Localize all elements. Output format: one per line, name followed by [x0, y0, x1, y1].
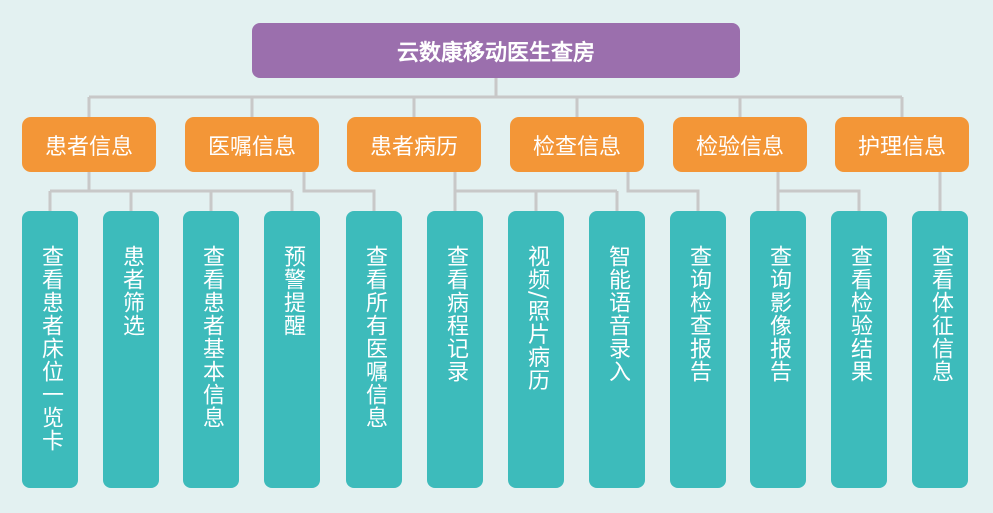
- leaf-label: 查询检查报告: [686, 245, 711, 383]
- leaf-node: 查看病程记录: [427, 211, 483, 488]
- leaf-label: 视频/照片病历: [524, 245, 549, 392]
- category-label: 检验信息: [695, 134, 784, 160]
- leaf-label: 智能语音录入: [605, 245, 630, 383]
- root-title-text: 云数康移动医生查房: [396, 40, 595, 66]
- leaf-label: 查看患者基本信息: [199, 245, 224, 429]
- leaf-node: 视频/照片病历: [508, 211, 564, 488]
- category-nursing-info: 护理信息: [835, 117, 969, 172]
- leaf-node: 患者筛选: [103, 211, 159, 488]
- leaf-node: 查看患者基本信息: [183, 211, 239, 488]
- category-label: 医嘱信息: [207, 134, 296, 160]
- category-exam-info: 检查信息: [510, 117, 644, 172]
- leaf-label: 查看病程记录: [443, 245, 468, 383]
- category-medical-records: 患者病历: [347, 117, 481, 172]
- leaf-node: 预警提醒: [264, 211, 320, 488]
- category-label: 患者信息: [44, 134, 133, 160]
- category-lab-info: 检验信息: [673, 117, 807, 172]
- leaf-label: 查看体征信息: [928, 245, 953, 383]
- leaf-node: 查看体征信息: [912, 211, 968, 488]
- root-title: 云数康移动医生查房: [252, 23, 740, 78]
- leaf-node: 查询检查报告: [670, 211, 726, 488]
- category-orders: 医嘱信息: [185, 117, 319, 172]
- leaf-node: 查看所有医嘱信息: [346, 211, 402, 488]
- category-label: 患者病历: [369, 134, 458, 160]
- category-patient-info: 患者信息: [22, 117, 156, 172]
- leaf-label: 查询影像报告: [766, 245, 791, 383]
- leaf-label: 查看检验结果: [847, 245, 872, 383]
- leaf-label: 患者筛选: [119, 245, 144, 337]
- leaf-node: 查询影像报告: [750, 211, 806, 488]
- leaf-label: 查看所有医嘱信息: [362, 245, 387, 429]
- leaf-label: 预警提醒: [280, 245, 305, 337]
- leaf-node: 查看检验结果: [831, 211, 887, 488]
- category-label: 检查信息: [532, 134, 621, 160]
- leaf-label: 查看患者床位一览卡: [38, 245, 63, 452]
- leaf-node: 智能语音录入: [589, 211, 645, 488]
- category-label: 护理信息: [857, 134, 946, 160]
- leaf-node: 查看患者床位一览卡: [22, 211, 78, 488]
